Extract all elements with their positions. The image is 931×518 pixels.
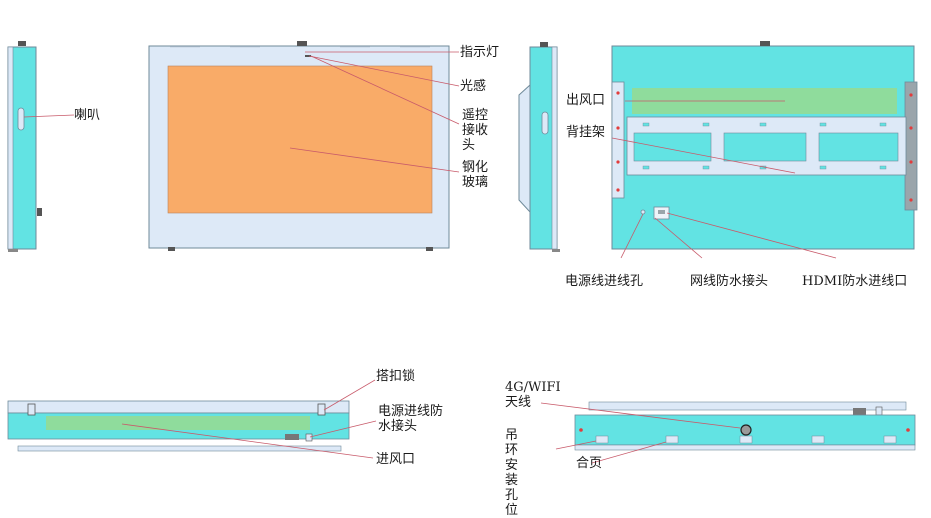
label-hdmi-inlet: HDMI防水进线口 — [802, 274, 908, 289]
label-tempered-glass: 钢化玻璃 — [462, 160, 489, 190]
latch-lock-left — [27, 403, 36, 416]
label-power-waterproof-connector: 电源进线防水接头 — [378, 404, 444, 434]
label-hinge: 合页 — [576, 456, 603, 471]
latch-lock-right — [317, 403, 326, 416]
label-indicator: 指示灯 — [460, 45, 500, 60]
label-latch-lock: 搭扣锁 — [376, 369, 416, 384]
side-view-right — [518, 42, 560, 252]
label-speaker: 喇叭 — [74, 108, 101, 123]
product-diagram — [7, 41, 918, 464]
power-inlet-hole — [640, 209, 646, 215]
indicator-light — [297, 41, 307, 46]
air-inlet-vent — [46, 416, 310, 430]
label-back-mount: 背挂架 — [566, 125, 606, 140]
label-power-inlet-hole: 电源线进线孔 — [565, 274, 644, 289]
speaker-grille — [17, 107, 25, 131]
label-air-inlet: 进风口 — [376, 452, 416, 467]
screen-glass — [167, 65, 433, 214]
side-view-left — [7, 41, 42, 252]
label-network-connector: 网线防水接头 — [690, 274, 769, 289]
label-hanging-ring-holes: 吊环安装孔位 — [505, 428, 519, 518]
leader-lines — [23, 51, 837, 464]
label-antenna: 4G/WIFI天线 — [505, 380, 561, 410]
antenna-port — [740, 424, 752, 436]
bottom-view — [7, 400, 350, 452]
label-remote-receiver: 遥控接收头 — [462, 108, 489, 153]
front-view — [148, 41, 450, 251]
label-light-sensor: 光感 — [460, 79, 487, 94]
top-view — [574, 401, 916, 451]
back-view — [611, 41, 918, 250]
label-air-outlet: 出风口 — [566, 93, 606, 108]
